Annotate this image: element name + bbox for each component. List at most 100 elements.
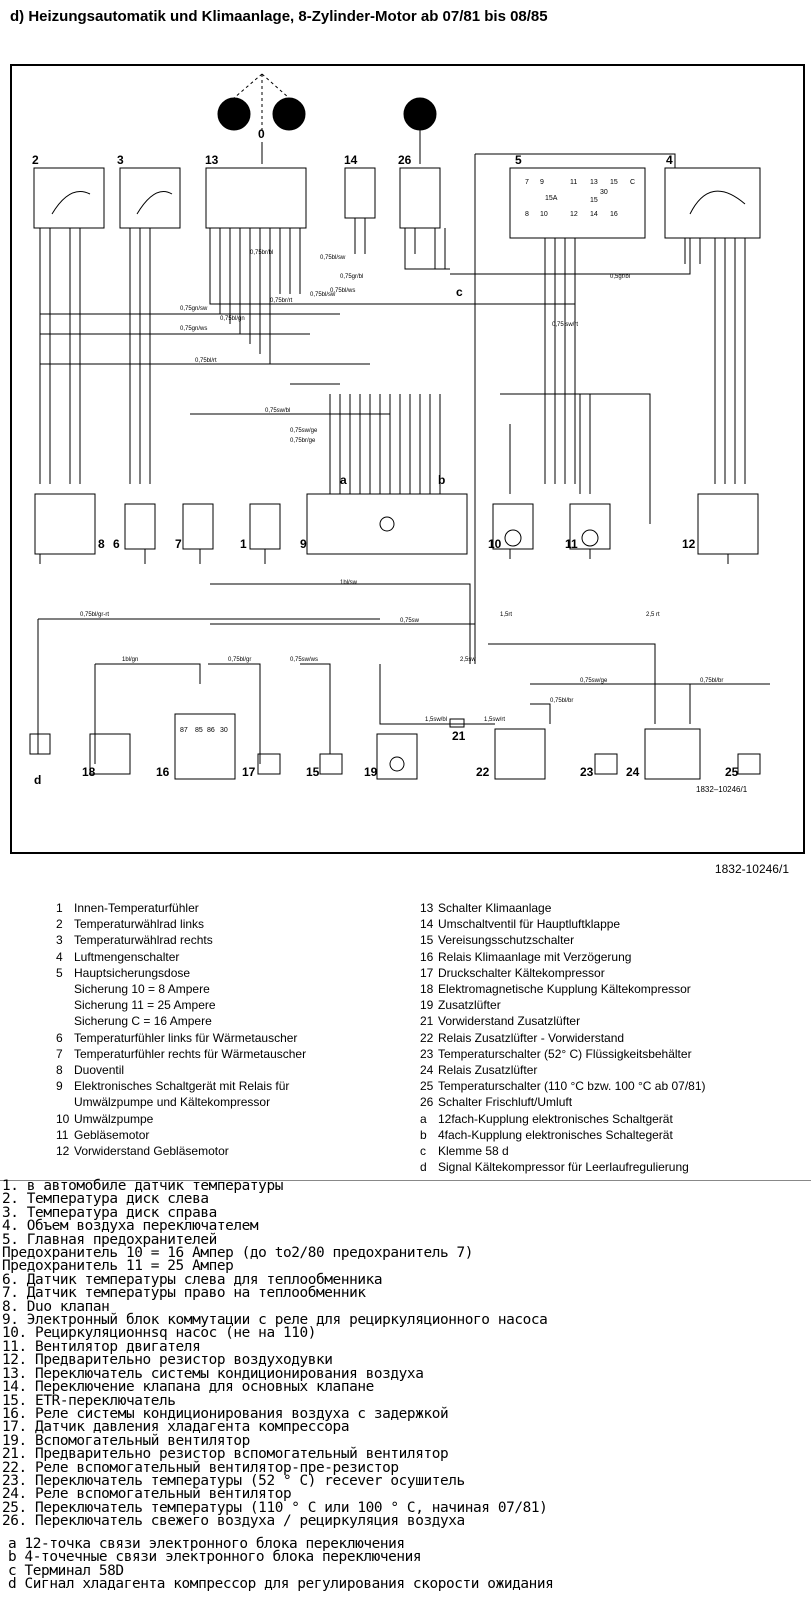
page-title: d) Heizungsautomatik und Klimaanlage, 8-… (10, 8, 548, 25)
fuse-label: 13 (590, 179, 598, 186)
component-label-23: 23 (580, 765, 594, 779)
legend-text: Relais Zusatzlüfter - Vorwiderstand (438, 1030, 625, 1045)
letter-label-b: b (438, 473, 445, 487)
wire-label: 1,5sw/rt (484, 717, 505, 723)
wire-label: 0,75bl/gn (220, 316, 245, 322)
component-label-16: 16 (156, 765, 170, 779)
component-label-17: 17 (242, 765, 256, 779)
letter-label-a: a (340, 473, 347, 487)
component-label-5: 5 (515, 153, 522, 167)
component-4-box (664, 167, 761, 239)
legend-text: Sicherung 11 = 25 Ampere (74, 998, 216, 1013)
fuse-label: 16 (610, 211, 618, 218)
component-label-4: 4 (666, 153, 673, 167)
legend-item: Sicherung 10 = 8 Ampere (56, 981, 416, 997)
legend-number (56, 1013, 74, 1029)
legend-text: Temperaturfühler rechts für Wärmetausche… (74, 1046, 307, 1061)
component-label-6: 6 (113, 537, 120, 551)
letter-label-c: c (456, 285, 463, 299)
legend-text: Signal Kältekompressor für Leerlaufregul… (438, 1160, 689, 1175)
component-25-box (737, 753, 761, 775)
figure-id: 1832-10246/1 (714, 862, 789, 876)
component-label-9: 9 (300, 537, 307, 551)
fuse-label: 30 (600, 189, 608, 196)
component-13-box (205, 167, 307, 229)
wire-label: 0,75sw/ws (290, 657, 318, 663)
fuse-label: 8 (525, 211, 529, 218)
component-label-22: 22 (476, 765, 490, 779)
legend-text: Schalter Frischluft/Umluft (438, 1095, 573, 1110)
legend-number: 25 (420, 1079, 434, 1094)
wire-label: 0,75bl/br (550, 698, 573, 704)
wire-label: 1,5rt (500, 612, 512, 618)
wire-label: 2,5sw (460, 657, 476, 663)
legend-text: Innen-Temperaturfühler (74, 901, 199, 915)
wire-label: 0,75gn/sw (180, 306, 208, 312)
legend-text: Vorwiderstand Gebläsemotor (74, 1144, 229, 1159)
wire-label: 1,5sw/bl (425, 717, 447, 723)
separator (0, 1180, 811, 1181)
wire-label: 0,75bl/gr (228, 657, 251, 663)
component-label-10: 10 (488, 537, 502, 551)
legend-number: 15 (420, 933, 434, 948)
component-24-box (644, 728, 701, 780)
russian-line: 24. Реле вспомогательный вентилятор (2, 1486, 292, 1503)
wire-label: 0,75br/ge (290, 438, 316, 444)
legend-number: c (420, 1144, 426, 1159)
legend-number: 19 (420, 998, 434, 1013)
legend-text: Luftmengenschalter (74, 949, 180, 964)
legend-text: Vereisungsschutzschalter (438, 933, 575, 948)
wire-label: 0,75sw (400, 618, 420, 624)
legend-number: 7 (56, 1046, 63, 1061)
legend-number: 14 (420, 917, 434, 932)
fuse-label: 15 (610, 179, 618, 186)
russian-line: c Терминал 58D (8, 1562, 124, 1579)
russian-line: Предохранитель 10 = 16 Ампер (до to2/80 … (2, 1245, 474, 1262)
component-label-21: 21 (452, 729, 466, 743)
component-17-box (257, 753, 281, 775)
component-label-7: 7 (175, 537, 182, 551)
legend-number (56, 981, 74, 997)
component-2-box (33, 167, 105, 229)
wire-label: 1bl/gn (122, 657, 138, 663)
russian-line: 1. в автомобиле датчик температуры (2, 1178, 283, 1194)
legend-text: Elektronisches Schaltgerät mit Relais fü… (74, 1079, 290, 1094)
legend-item: 15 Vereisungsschutzschalter (420, 932, 805, 948)
russian-line: 19. Вспомогательный вентилятор (2, 1432, 250, 1449)
component-d-box (29, 733, 51, 755)
component-8-box (34, 493, 96, 555)
legend-number: 8 (56, 1063, 63, 1078)
component-23-box (594, 753, 618, 775)
legend-text: Temperaturwählrad rechts (74, 933, 213, 948)
component-10-box (492, 503, 534, 550)
legend-number: 12 (56, 1144, 70, 1159)
legend-text: Umwälzpumpe und Kältekompressor (74, 1095, 271, 1110)
recirculation-icon (403, 97, 437, 131)
russian-line: 23. Переключатель температуры (52 ° C) r… (2, 1472, 465, 1489)
russian-line: 11. Вентилятор двигателя (2, 1338, 201, 1355)
component-22-box (494, 728, 546, 780)
russian-line: 12. Предварительно резистор воздуходувки (2, 1352, 333, 1369)
legend-number: 11 (56, 1127, 69, 1142)
wire-label: 0,75bl/gr-rt (80, 612, 109, 618)
legend-number: 16 (420, 949, 434, 964)
wire-label: 2,5 rt (646, 612, 660, 618)
component-label-2: 2 (32, 153, 39, 167)
component-7-box (182, 503, 214, 550)
russian-line: 10. Рециркуляционнsq насос (не на 110) (2, 1325, 317, 1342)
russian-line: 2. Температура диск слева (2, 1191, 209, 1208)
legend-item: Sicherung 11 = 25 Ampere (56, 997, 416, 1013)
component-label-19: 19 (364, 765, 378, 779)
